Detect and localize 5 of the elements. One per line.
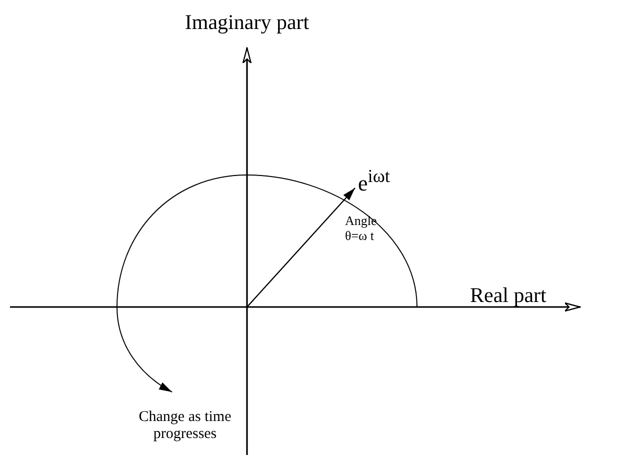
axis-label: Real part — [470, 283, 548, 308]
axis-label: Imaginary part — [184, 10, 310, 34]
angle-label: Angle θ=ω t — [345, 214, 378, 244]
annotation-text: Change as time progresses — [138, 409, 232, 444]
vector-label: e$^{iωt}$ — [358, 166, 392, 196]
